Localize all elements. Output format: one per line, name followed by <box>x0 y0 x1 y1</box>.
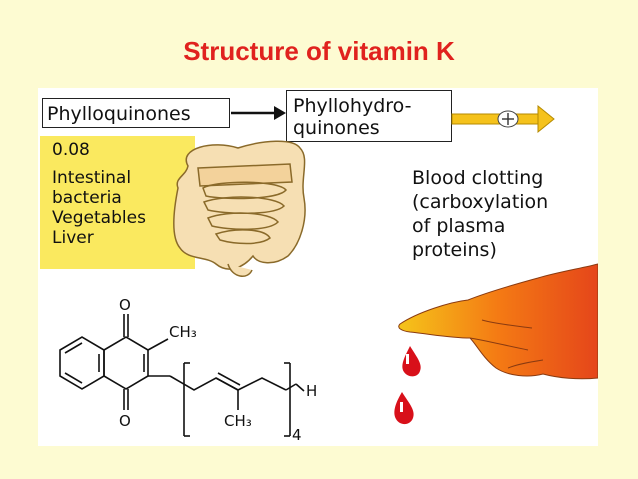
hand-icon <box>398 263 598 380</box>
function-line: (carboxylation <box>412 191 549 213</box>
blood-drop-icon <box>394 346 421 425</box>
food-sources-list: 0.08 Intestinal bacteria Vegetables Live… <box>52 140 146 248</box>
daily-amount: 0.08 <box>52 140 90 160</box>
source-item: bacteria <box>52 188 122 208</box>
right-arrow-icon <box>231 106 286 120</box>
phylloquinones-box: Phylloquinones <box>42 98 230 128</box>
food-sources-highlight <box>40 136 195 269</box>
diagram-panel: Phylloquinones Phyllohydro- quinones 0.0… <box>38 88 598 446</box>
source-item: Intestinal <box>52 168 132 188</box>
function-text: Blood clotting (carboxylation of plasma … <box>412 166 548 262</box>
intestine-icon <box>172 140 306 277</box>
repeat-count: 4 <box>292 426 302 444</box>
methyl-side: CH₃ <box>224 412 252 430</box>
chain-end: H <box>306 382 317 400</box>
function-line: of plasma <box>412 215 506 237</box>
oxygen-bottom: O <box>119 412 131 430</box>
methyl-top: CH₃ <box>169 323 197 341</box>
product-line-1: Phyllohydro- <box>293 95 412 117</box>
plus-circle-icon <box>451 104 555 134</box>
vitamin-k-structure <box>59 314 305 437</box>
slide-title: Structure of vitamin K <box>183 36 455 66</box>
function-line: proteins) <box>412 239 497 261</box>
source-item: Vegetables <box>52 208 146 228</box>
diagram-graphics: O O CH₃ CH₃ H 4 <box>59 104 598 444</box>
product-line-2: quinones <box>293 117 380 139</box>
source-item: Liver <box>52 228 94 248</box>
oxygen-top: O <box>119 296 131 314</box>
function-line: Blood clotting <box>412 167 544 189</box>
